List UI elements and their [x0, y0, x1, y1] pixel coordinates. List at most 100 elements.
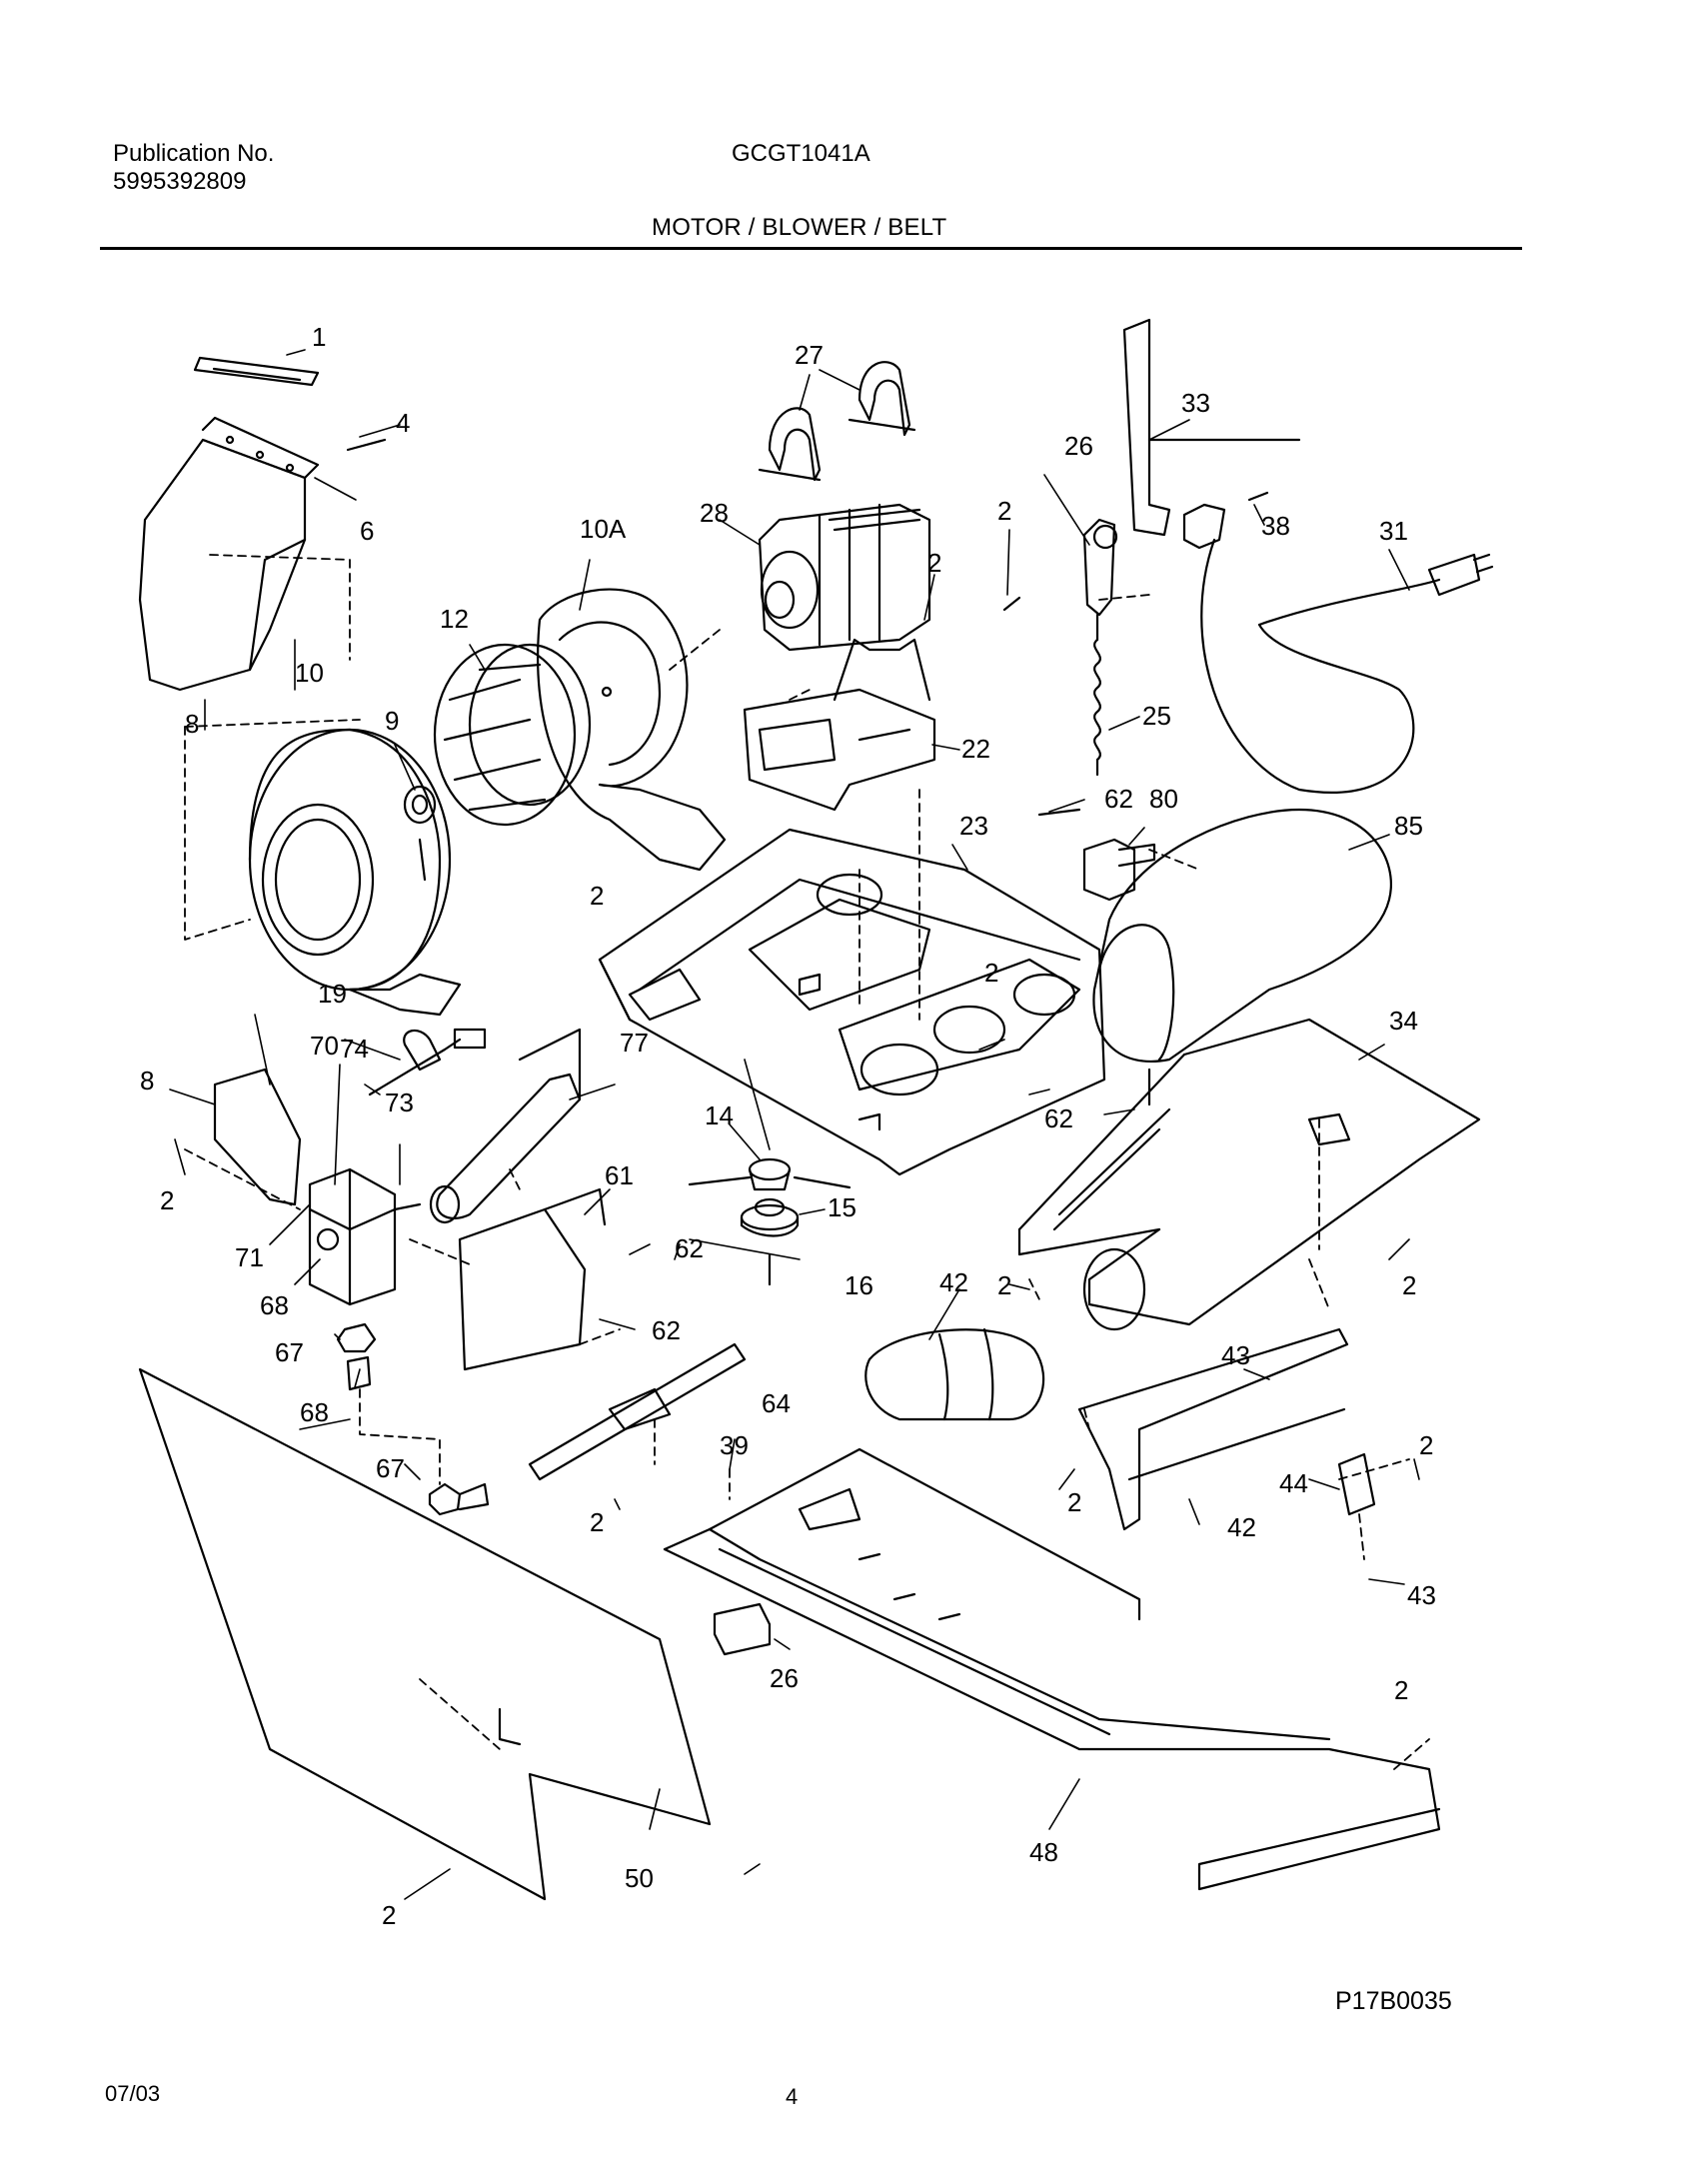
part-10-blower-housing	[248, 728, 462, 1017]
callout-2-a: 2	[590, 881, 604, 911]
callout-67: 67	[376, 1453, 405, 1483]
callout-38: 42	[939, 1267, 968, 1297]
callout-1: 1	[312, 322, 326, 352]
callout-15: 15	[828, 1192, 856, 1222]
callout-62-c: 62	[675, 1233, 704, 1263]
part-25-bracket	[1122, 318, 1301, 537]
callout-9: 9	[385, 706, 399, 736]
callout-72: 70	[310, 1031, 339, 1061]
part-72-gas-valve	[308, 1167, 422, 1306]
callout-12: 12	[440, 604, 469, 634]
part-50-panel	[138, 1367, 712, 1901]
part-33-duct	[1017, 1018, 1481, 1331]
part-62-screw-a	[1037, 808, 1081, 817]
publication-label: Publication No.	[113, 140, 275, 167]
callout-68: 68	[300, 1397, 329, 1427]
part-85-bracket	[213, 1068, 302, 1206]
callout-43-a: 43	[1221, 1340, 1250, 1370]
part-1-gasket	[193, 356, 320, 387]
part-15-idler-pulley	[740, 1197, 800, 1237]
callout-18: 22	[961, 734, 990, 764]
part-19-base-plate	[598, 828, 1106, 1176]
callout-80: 85	[1394, 811, 1423, 841]
callout-77: 77	[620, 1028, 649, 1058]
part-23-idler-arm	[1082, 518, 1118, 617]
callout-19: 23	[959, 811, 988, 841]
part-27-motor-clamps	[758, 361, 916, 482]
part-80-cover	[1092, 808, 1392, 1063]
part-9-washer	[403, 785, 437, 825]
callout-8-a: 8	[185, 709, 199, 739]
part-44-bracket	[1337, 1452, 1376, 1516]
callout-42: 42	[1227, 1512, 1256, 1542]
callout-labels: 1 4 6 10A 12 10 9 8 2 27 28 2 2 22 23 2 …	[140, 322, 1436, 1930]
part-12-blower-wheel	[433, 643, 592, 827]
callout-69: 67	[275, 1337, 304, 1367]
callout-64: 64	[762, 1388, 791, 1418]
callout-23: 26	[1064, 431, 1093, 461]
callout-22: 25	[1142, 701, 1171, 731]
callout-74: 74	[340, 1034, 369, 1064]
part-22-spring	[1093, 613, 1101, 777]
callout-25: 33	[1181, 388, 1210, 418]
part-4-screw	[346, 438, 387, 452]
part-74-igniter-wire	[368, 1028, 487, 1096]
callout-16: 16	[845, 1270, 873, 1300]
callout-2-i: 2	[1067, 1487, 1081, 1517]
part-79-switch	[1082, 838, 1156, 902]
callout-2-j: 2	[590, 1507, 604, 1537]
part-2-screw-a	[1002, 596, 1021, 612]
callout-62-d: 62	[652, 1315, 681, 1345]
callout-39: 39	[720, 1430, 749, 1460]
callout-10: 10	[295, 658, 324, 688]
callout-71: 71	[235, 1242, 264, 1272]
part-14-idler	[688, 1157, 852, 1191]
section-title: MOTOR / BLOWER / BELT	[652, 214, 947, 241]
callout-2-h: 2	[1419, 1430, 1433, 1460]
part-28-drive-motor	[758, 503, 931, 652]
part-48-base-pan	[663, 1447, 1441, 1891]
callout-31: 31	[1379, 516, 1408, 546]
callout-2-e: 2	[160, 1185, 174, 1215]
callout-62-b: 62	[1044, 1103, 1073, 1133]
callout-26: 26	[770, 1663, 799, 1693]
part-26-block	[713, 1602, 772, 1656]
callout-28: 28	[700, 498, 729, 528]
callout-48: 48	[1029, 1837, 1058, 1867]
publication-number: 5995392809	[113, 168, 247, 195]
footer-date: 07/03	[105, 2081, 161, 2106]
callout-2-g: 2	[1402, 1270, 1416, 1300]
header-rule	[100, 247, 1522, 250]
callout-10a: 10A	[580, 514, 627, 544]
callout-44: 44	[1279, 1468, 1308, 1498]
leader-lines	[184, 554, 1430, 1770]
callout-2-l: 2	[382, 1900, 396, 1930]
callout-8-b: 8	[140, 1066, 154, 1095]
part-38-duct-elbow	[864, 1327, 1045, 1421]
callout-2-d: 2	[984, 958, 998, 988]
part-68-fitting	[346, 1355, 372, 1391]
callout-73: 73	[385, 1088, 414, 1117]
part-69-nut	[336, 1322, 377, 1353]
callout-43-b: 43	[1407, 1580, 1436, 1610]
callout-79: 80	[1149, 784, 1178, 814]
part-10a-blower-front	[536, 588, 727, 872]
part-17-clip	[403, 1029, 442, 1072]
callout-2-f: 2	[997, 1270, 1011, 1300]
callout-34: 38	[1261, 511, 1290, 541]
part-77-burner-tube	[429, 1028, 582, 1224]
page-number: 4	[786, 2084, 799, 2109]
callout-2-c: 2	[927, 548, 941, 578]
callout-2-b: 2	[997, 496, 1011, 526]
part-6-exhaust-duct	[138, 416, 320, 692]
part-64-gas-pipe	[528, 1342, 747, 1481]
callout-61: 61	[605, 1160, 634, 1190]
callout-17: 19	[318, 979, 347, 1009]
callout-14: 14	[705, 1100, 734, 1130]
callout-62-a: 62	[1104, 784, 1133, 814]
callout-50: 50	[625, 1863, 654, 1893]
part-61-bracket	[458, 1187, 607, 1371]
callout-33: 34	[1389, 1006, 1418, 1036]
callout-4: 4	[396, 408, 410, 438]
